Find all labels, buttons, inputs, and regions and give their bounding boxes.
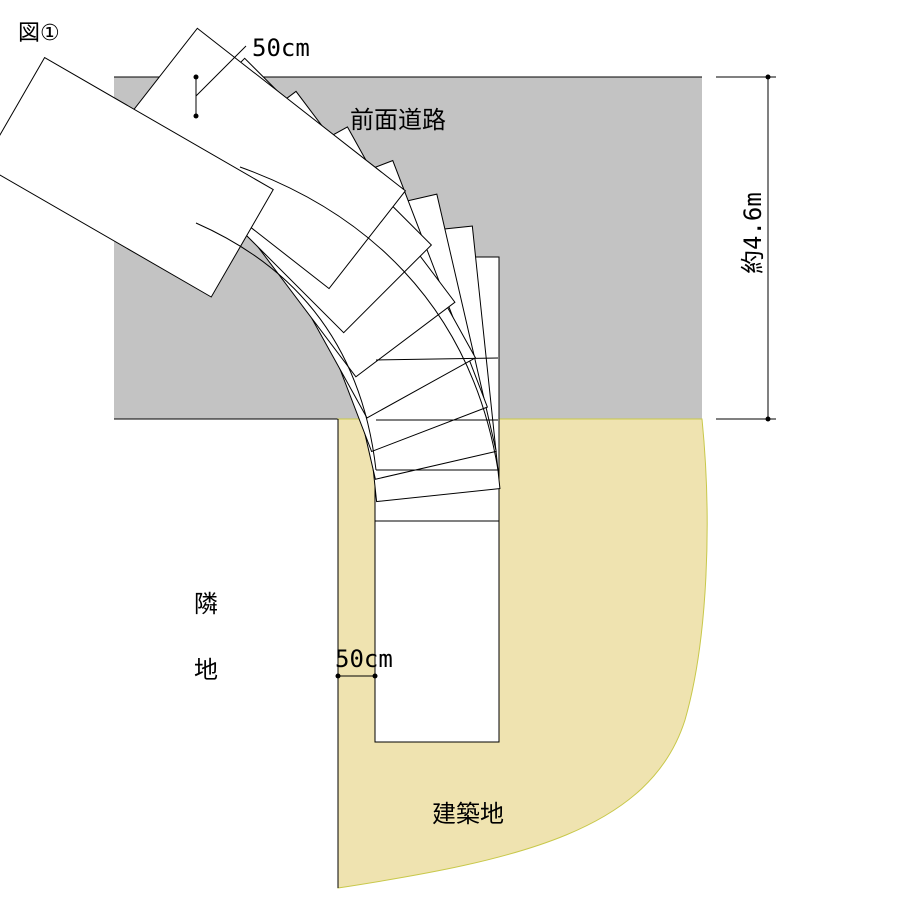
turning-arc-outer bbox=[239, 166, 499, 471]
road-width-dot-top bbox=[765, 74, 771, 80]
car-swept-position bbox=[0, 56, 274, 298]
car-sweep-line bbox=[375, 357, 499, 361]
road-width-label: 約4.6m bbox=[739, 192, 767, 274]
top-offset-dot-upper bbox=[193, 74, 199, 80]
side-offset-label: 50cm bbox=[335, 645, 393, 673]
neighbor-label-char-1: 隣 bbox=[194, 590, 218, 618]
turning-arc-inner bbox=[195, 222, 377, 471]
road-width-dot-bottom bbox=[765, 416, 771, 422]
top-offset-label: 50cm bbox=[252, 34, 310, 62]
building-site-label: 建築地 bbox=[432, 800, 504, 828]
figure-label: 図① bbox=[18, 21, 60, 46]
car-swept-path bbox=[0, 27, 501, 522]
side-offset-dot-right bbox=[372, 673, 378, 679]
side-offset-dot-left bbox=[335, 673, 341, 679]
top-offset-leader bbox=[195, 45, 247, 97]
road-label: 前面道路 bbox=[350, 106, 446, 134]
neighbor-label-char-2: 地 bbox=[194, 656, 218, 684]
top-offset-dot-lower bbox=[193, 113, 199, 119]
